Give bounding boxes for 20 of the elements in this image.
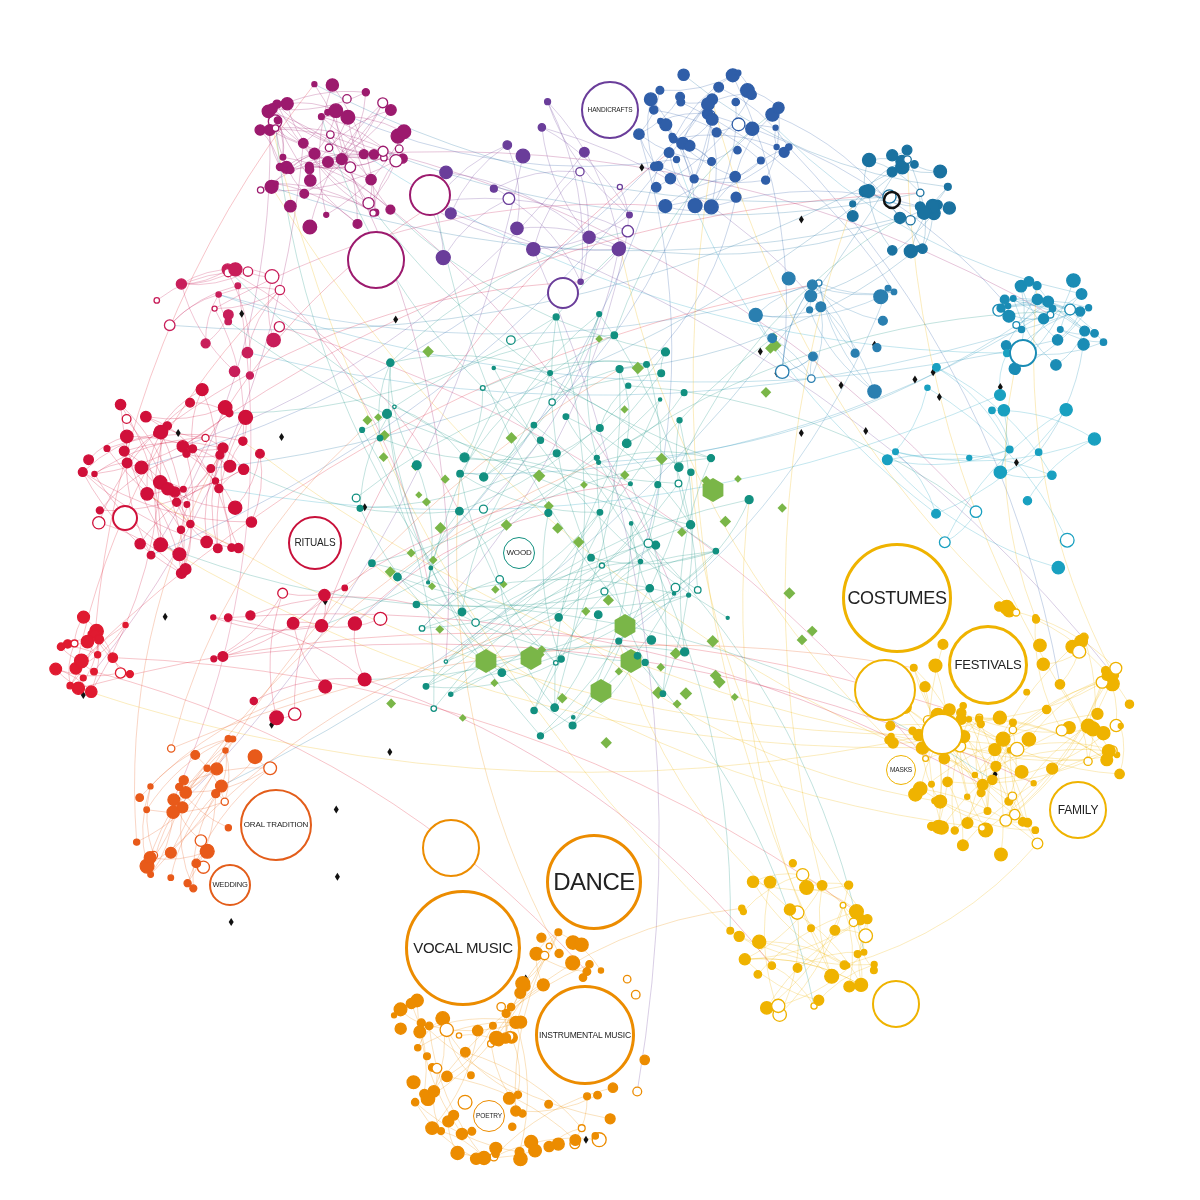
topic-circle xyxy=(288,516,342,570)
topic-label: ORAL TRADITION xyxy=(243,820,309,830)
topic-circle xyxy=(546,834,642,930)
topic-circle xyxy=(581,81,639,139)
topic-label: RITUALS xyxy=(294,537,336,549)
topic-circle xyxy=(535,985,635,1085)
topic-circle xyxy=(209,864,251,906)
topic-label: WOOD xyxy=(506,548,532,558)
topic-circle xyxy=(948,625,1028,705)
topic-circle xyxy=(1049,781,1107,839)
topic-circle xyxy=(842,543,952,653)
topic-circle xyxy=(886,755,916,785)
topic-label: INSTRUMENTAL MUSIC xyxy=(539,1030,631,1040)
topic-circle xyxy=(503,537,535,569)
topic-label: FESTIVALS xyxy=(954,658,1022,672)
topic-label: COSTUMES xyxy=(847,588,947,608)
topic-label: DANCE xyxy=(553,869,635,895)
topic-label: VOCAL MUSIC xyxy=(413,940,513,956)
topic-label: FAMILY xyxy=(1057,803,1099,817)
topic-circle xyxy=(473,1100,505,1132)
